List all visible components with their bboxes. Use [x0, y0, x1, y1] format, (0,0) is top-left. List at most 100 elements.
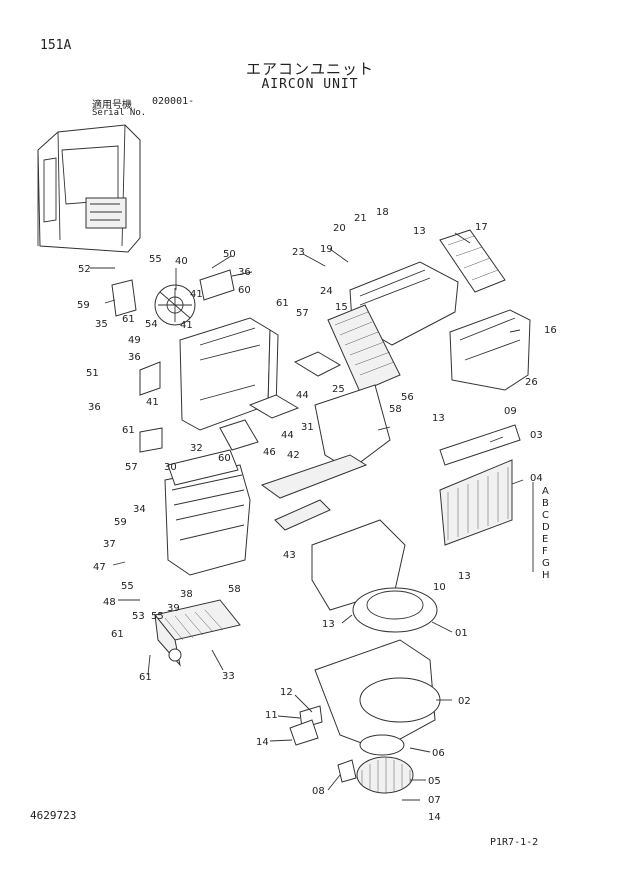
callout-20: 20	[333, 223, 346, 234]
callout-41b: 41	[180, 320, 193, 331]
callout-02: 02	[458, 696, 471, 707]
callout-50: 50	[223, 249, 236, 260]
callout-31: 31	[301, 422, 314, 433]
small-parts-group	[289, 705, 357, 783]
callout-08: 08	[312, 786, 325, 797]
leader-lines	[90, 232, 534, 801]
variant-letter-d: D	[542, 522, 550, 533]
callout-19: 19	[320, 244, 333, 255]
callout-36b: 36	[128, 352, 141, 363]
serial-label-japanese: 適用号機	[92, 100, 132, 111]
callout-40: 40	[175, 256, 188, 267]
callout-46: 46	[263, 447, 276, 458]
callout-55: 55	[149, 254, 162, 265]
callout-59b: 59	[114, 517, 127, 528]
callout-61: 61	[122, 314, 135, 325]
callout-13b: 13	[432, 413, 445, 424]
callout-13: 13	[413, 226, 426, 237]
callout-44: 44	[296, 390, 309, 401]
callout-18: 18	[376, 207, 389, 218]
callout-labels: 52 59 35 61 55 40 50 36 41 60 54 41 49 3…	[77, 207, 557, 823]
variant-letter-f: F	[542, 546, 548, 557]
variant-letter-e: E	[542, 534, 548, 545]
callout-57b: 57	[296, 308, 309, 319]
callout-03: 03	[530, 430, 543, 441]
page-id: 151A	[40, 38, 72, 53]
callout-60: 60	[238, 285, 251, 296]
callout-44b: 44	[281, 430, 294, 441]
callout-43: 43	[283, 550, 296, 561]
callout-23: 23	[292, 247, 305, 258]
callout-34: 34	[133, 504, 146, 515]
callout-57: 57	[125, 462, 138, 473]
callout-26: 26	[525, 377, 538, 388]
callout-58: 58	[389, 404, 402, 415]
callout-21: 21	[354, 213, 367, 224]
callout-14: 14	[256, 737, 269, 748]
page-title: AIRCON UNIT	[261, 77, 359, 92]
variant-letter-b: B	[542, 498, 549, 509]
callout-51: 51	[86, 368, 99, 379]
callout-41c: 41	[146, 397, 159, 408]
callout-17: 17	[475, 222, 488, 233]
callout-56: 56	[401, 392, 414, 403]
variant-letter-list: A B C D E F G H	[542, 486, 550, 581]
callout-55b: 55	[121, 581, 134, 592]
callout-09: 09	[504, 406, 517, 417]
cab-illustration	[37, 124, 141, 253]
callout-52: 52	[78, 264, 91, 275]
callout-53: 53	[132, 611, 145, 622]
callout-24: 24	[320, 286, 333, 297]
callout-54: 54	[145, 319, 158, 330]
callout-58b: 58	[228, 584, 241, 595]
callout-06: 06	[432, 748, 445, 759]
callout-35: 35	[95, 319, 108, 330]
callout-61e: 61	[139, 672, 152, 683]
callout-36c: 36	[88, 402, 101, 413]
center-duct-group	[164, 384, 391, 576]
callout-13c: 13	[458, 571, 471, 582]
callout-14b: 14	[428, 812, 441, 823]
variant-letter-a: A	[542, 486, 549, 497]
callout-48: 48	[103, 597, 116, 608]
callout-61d: 61	[111, 629, 124, 640]
callout-60b: 60	[218, 453, 231, 464]
heater-core	[154, 599, 241, 667]
evaporator	[439, 424, 521, 546]
callout-33: 33	[222, 671, 235, 682]
callout-25: 25	[332, 384, 345, 395]
sheet-code: P1R7-1-2	[490, 837, 539, 848]
callout-41: 41	[190, 289, 203, 300]
callout-10: 10	[433, 582, 446, 593]
left-part-group	[111, 269, 235, 453]
callout-37: 37	[103, 539, 116, 550]
callout-11: 11	[265, 710, 278, 721]
callout-15: 15	[335, 302, 348, 313]
page-title-japanese: エアコンユニット	[245, 60, 374, 78]
serial-number-range: 020001-	[152, 96, 195, 107]
callout-36: 36	[238, 267, 251, 278]
callout-38: 38	[180, 589, 193, 600]
blower-case-group	[311, 519, 441, 794]
variant-letter-g: G	[542, 558, 550, 569]
callout-47: 47	[93, 562, 106, 573]
callout-42: 42	[287, 450, 300, 461]
drawing-number: 4629723	[30, 809, 77, 822]
heater-case	[179, 317, 279, 431]
callout-55c: 55	[151, 611, 164, 622]
callout-12: 12	[280, 687, 293, 698]
variant-letter-c: C	[542, 510, 549, 521]
callout-01: 01	[455, 628, 468, 639]
callout-61b: 61	[122, 425, 135, 436]
callout-59: 59	[77, 300, 90, 311]
callout-61c: 61	[276, 298, 289, 309]
serial-label: Serial No.	[92, 108, 147, 118]
callout-07: 07	[428, 795, 441, 806]
upper-duct-group	[327, 229, 531, 393]
callout-04: 04	[530, 473, 543, 484]
callout-32: 32	[190, 443, 203, 454]
variant-letter-h: H	[542, 570, 550, 581]
callout-49: 49	[128, 335, 141, 346]
callout-30: 30	[164, 462, 177, 473]
